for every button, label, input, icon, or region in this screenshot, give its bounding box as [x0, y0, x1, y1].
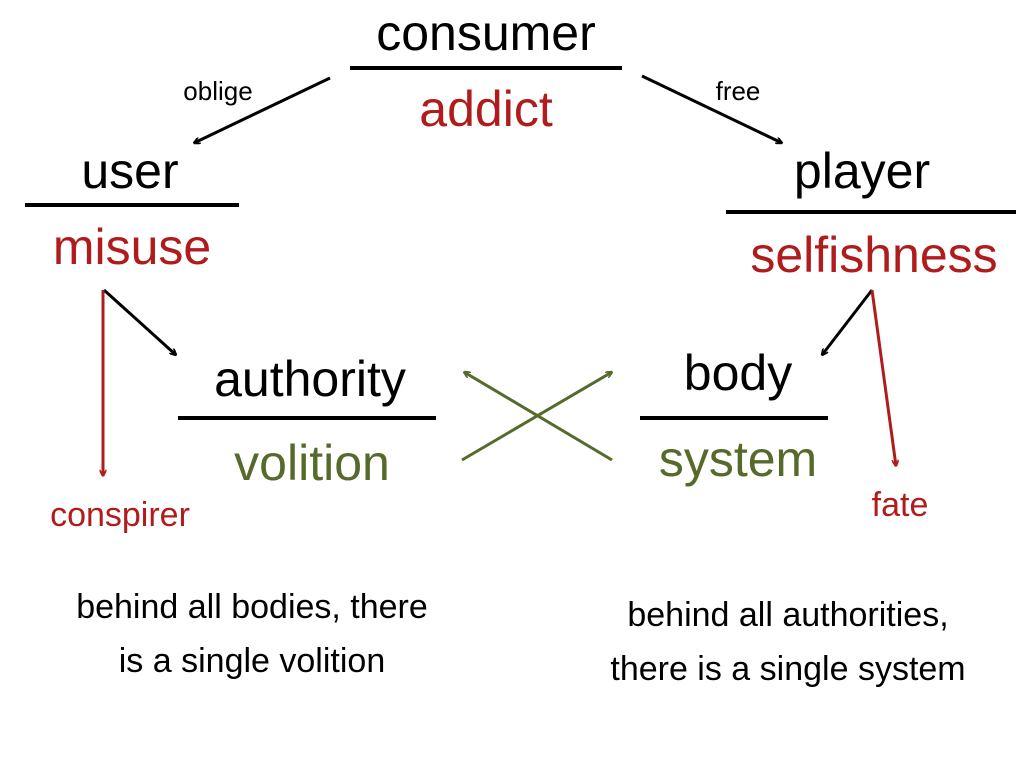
system-label: system	[658, 431, 818, 487]
arrow-selfishness-to-body	[822, 289, 874, 355]
selfishness-label: selfishness	[750, 227, 998, 283]
arrow-consumer-to-user	[194, 76, 331, 145]
fate-label: fate	[871, 486, 929, 524]
misuse-label: misuse	[52, 219, 212, 275]
left-note-line-2: is a single volition	[118, 642, 386, 680]
arrow-selfishness-to-fate	[870, 289, 896, 466]
body-label: body	[683, 345, 793, 401]
user-label: user	[81, 143, 179, 199]
player-label: player	[793, 143, 931, 199]
arrow-volition-to-body	[461, 372, 612, 462]
addict-label: addict	[419, 81, 553, 137]
authority-divider	[178, 416, 436, 420]
free-label: free	[715, 76, 761, 106]
consumer-label: consumer	[376, 5, 596, 61]
authority-label: authority	[214, 351, 406, 407]
conspirer-label: conspirer	[50, 496, 190, 534]
user-divider	[25, 203, 239, 207]
left-note-line-1: behind all bodies, there	[76, 588, 428, 626]
left-note: behind all bodies, there is a single vol…	[76, 580, 428, 688]
arrow-consumer-to-player	[641, 74, 782, 145]
right-note-line-2: there is a single system	[610, 650, 966, 688]
player-divider	[726, 210, 1016, 214]
right-note: behind all authorities, there is a singl…	[610, 588, 965, 696]
right-note-line-1: behind all authorities,	[627, 596, 949, 634]
body-divider	[640, 416, 828, 420]
volition-label: volition	[234, 435, 390, 491]
arrow-misuse-to-authority	[102, 288, 176, 355]
oblige-label: oblige	[183, 76, 253, 106]
consumer-divider	[350, 66, 622, 70]
